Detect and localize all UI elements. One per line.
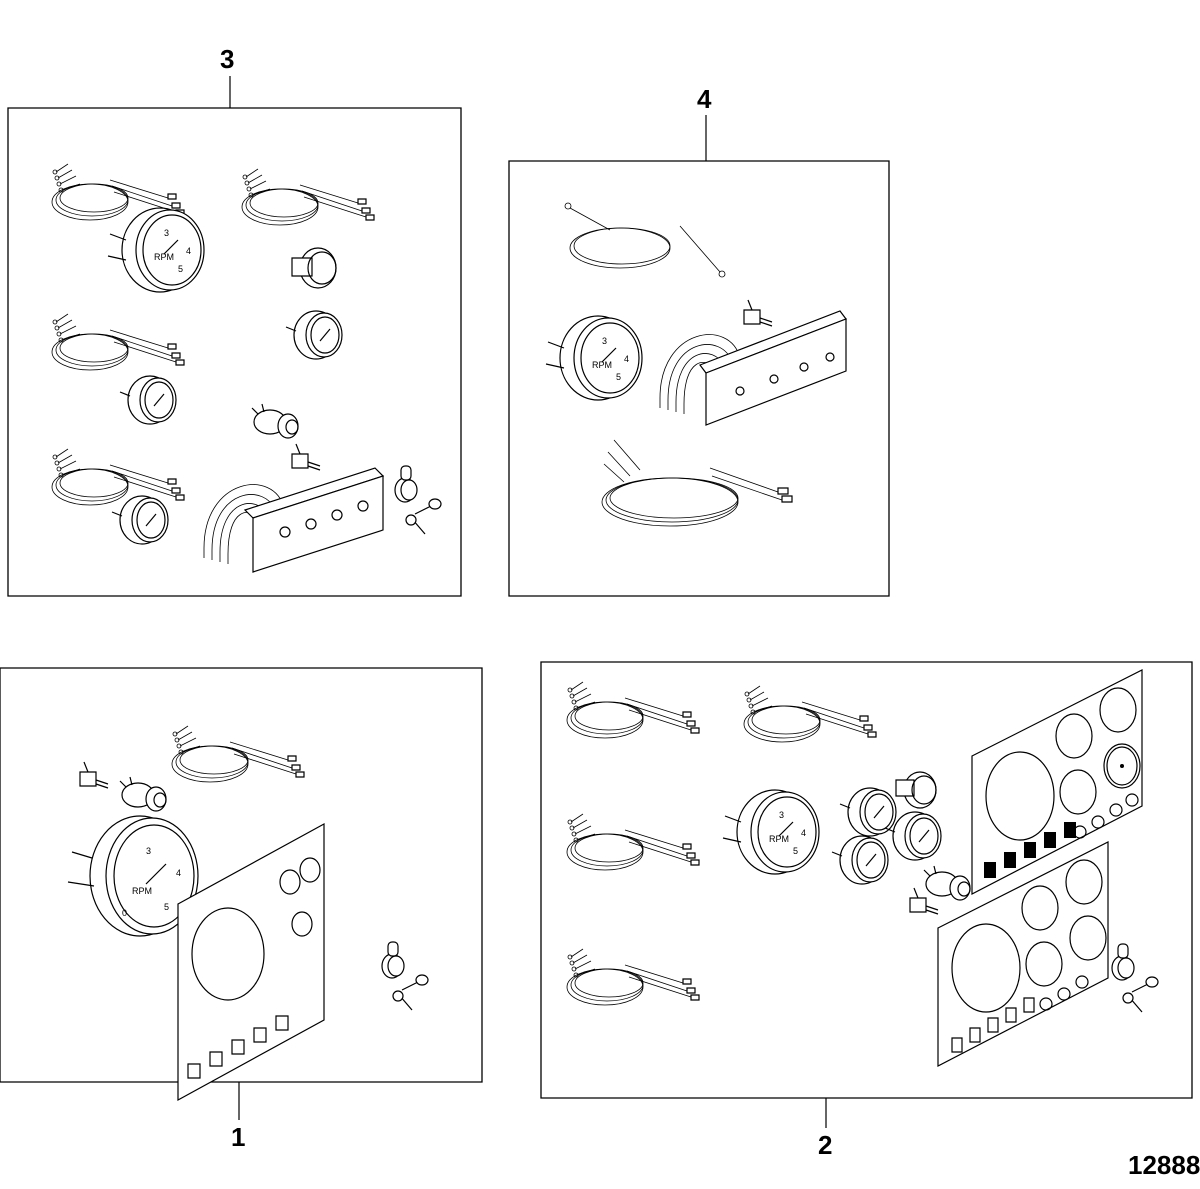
key-switch-icon <box>394 465 442 535</box>
svg-text:RPM: RPM <box>132 886 152 896</box>
kit-2-panel <box>541 662 1192 1128</box>
wiring-harness-icon <box>566 948 700 1006</box>
gauge-icon <box>285 310 343 360</box>
instrument-panel-icon <box>938 842 1108 1066</box>
gauge-icon <box>119 375 177 425</box>
callout-kit-3: 3 <box>220 44 235 74</box>
svg-text:0: 0 <box>122 908 127 918</box>
hourmeter-icon <box>292 248 336 288</box>
switch-bracket-icon <box>244 467 384 573</box>
key-switch-icon <box>1111 943 1159 1013</box>
voltmeter-gauge-icon <box>111 495 169 545</box>
voltmeter-gauge-icon <box>831 835 889 885</box>
wiring-harness-icon <box>566 813 700 871</box>
ground-wire-icon <box>565 203 725 277</box>
wiring-harness-icon <box>743 685 877 743</box>
wiring-harness-icon <box>51 313 185 371</box>
callout-kit-4: 4 <box>697 84 712 114</box>
panel-gasket-icon <box>972 670 1142 894</box>
hourmeter-icon <box>896 772 936 808</box>
kit-1-panel: 3 4 RPM 5 0 <box>0 668 482 1120</box>
switch-bracket-icon <box>700 311 846 425</box>
wiring-harness-icon <box>171 725 305 783</box>
instrument-panel-icon <box>178 824 324 1100</box>
ignition-switch-icon <box>251 403 299 439</box>
tachometer-gauge-icon: 3 4 RPM 5 0 <box>68 816 198 936</box>
kit-3-panel <box>8 76 461 596</box>
wiring-harness-icon <box>241 168 375 226</box>
svg-text:3: 3 <box>146 846 151 856</box>
toggle-switch-icon <box>743 299 773 327</box>
tachometer-gauge-icon <box>545 315 643 401</box>
svg-text:4: 4 <box>176 868 181 878</box>
key-switch-icon <box>381 941 429 1011</box>
tachometer-gauge-icon <box>722 789 820 875</box>
kit-4-panel <box>509 115 889 596</box>
callout-kit-1: 1 <box>231 1122 246 1152</box>
tachometer-gauge-icon <box>107 207 205 293</box>
wiring-harness-icon <box>51 448 185 506</box>
ignition-switch-icon <box>923 865 971 901</box>
figure-id: 12888 <box>1128 1150 1200 1180</box>
wiring-harness-icon <box>602 440 792 526</box>
toggle-switch-icon <box>79 761 109 789</box>
callout-kit-2: 2 <box>818 1130 833 1160</box>
ignition-switch-icon <box>119 776 167 812</box>
svg-text:5: 5 <box>164 902 169 912</box>
toggle-switch-icon <box>291 443 321 471</box>
wiring-harness-icon <box>566 681 700 739</box>
